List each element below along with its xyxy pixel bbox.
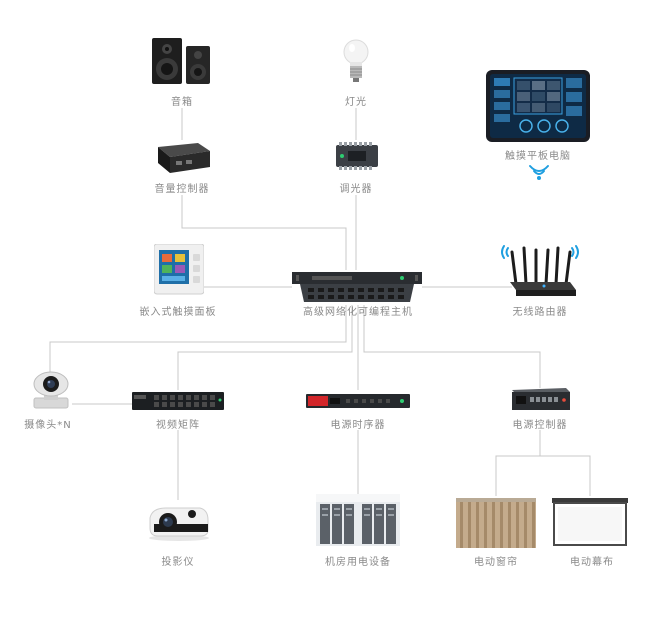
lightbulb-icon	[342, 38, 370, 86]
programmable-host-icon	[292, 270, 422, 304]
line-host-matrix	[177, 305, 353, 390]
label-video-matrix: 视频矩阵	[156, 420, 200, 431]
dimmer-icon	[334, 141, 380, 171]
label-volume-controller: 音量控制器	[154, 184, 210, 195]
line-powerctrl-screen	[539, 430, 591, 496]
label-light: 灯光	[345, 97, 367, 108]
line-host-powerctrl	[363, 305, 541, 388]
power-sequencer-icon	[306, 392, 410, 410]
volume-controller-icon	[152, 141, 212, 175]
line-powerctrl-curtain	[495, 430, 541, 496]
tablet-icon	[486, 70, 590, 142]
power-controller-icon	[508, 386, 572, 412]
video-matrix-icon	[132, 390, 224, 412]
label-projector: 投影仪	[161, 557, 195, 568]
projection-screen-icon	[552, 498, 628, 548]
speaker-icon	[150, 36, 212, 86]
label-power-sequencer: 电源时序器	[330, 420, 386, 431]
label-dimmer: 调光器	[339, 184, 373, 195]
projector-icon	[146, 502, 212, 542]
router-icon	[498, 238, 582, 300]
label-projection-screen: 电动幕布	[570, 557, 614, 568]
line-volume-host	[181, 195, 347, 270]
wireless-signal-icon	[526, 162, 552, 182]
server-room-icon	[316, 494, 400, 546]
label-curtain: 电动窗帘	[474, 557, 518, 568]
label-tablet: 触摸平板电脑	[505, 151, 571, 162]
label-host: 高级网络化可编程主机	[303, 307, 413, 318]
camera-icon	[30, 370, 72, 410]
label-power-controller: 电源控制器	[512, 420, 568, 431]
touch-panel-icon	[153, 243, 205, 296]
label-touch-panel: 嵌入式触摸面板	[139, 307, 217, 318]
label-server-room: 机房用电设备	[325, 557, 391, 568]
label-router: 无线路由器	[512, 307, 568, 318]
curtain-icon	[456, 498, 536, 548]
label-camera: 摄像头*N	[24, 420, 72, 431]
line-host-camera	[49, 305, 347, 372]
label-speaker: 音箱	[171, 97, 193, 108]
